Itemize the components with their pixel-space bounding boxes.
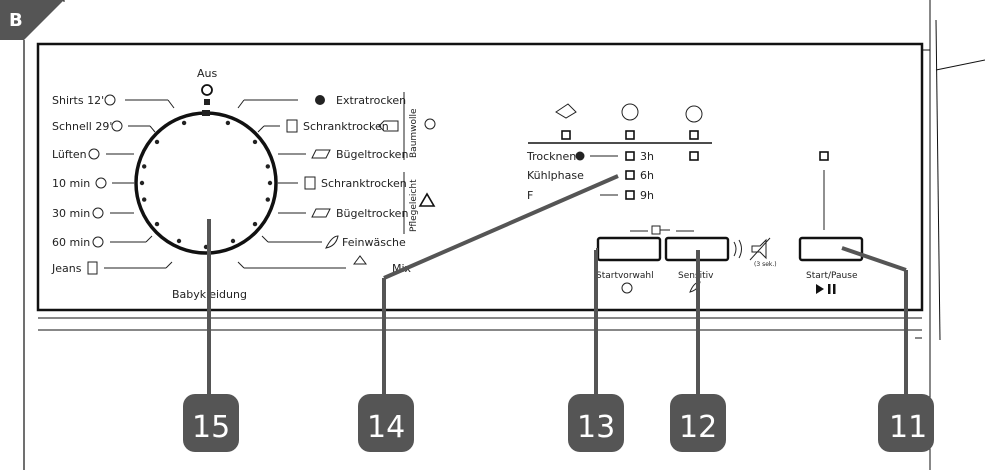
start-pause-indicator xyxy=(819,151,829,161)
svg-text:15: 15 xyxy=(192,410,230,445)
dial-position-dot xyxy=(142,164,147,169)
dial-position-dot xyxy=(176,238,182,244)
mute-hint: (3 sek.) xyxy=(754,261,777,268)
mix-icon xyxy=(353,255,367,265)
callout-12 xyxy=(670,394,726,452)
time-6h-indicator xyxy=(625,170,635,180)
svg-text:13: 13 xyxy=(577,410,615,445)
group-baumwolle: Baumwolle xyxy=(409,108,419,158)
dial-position-dot xyxy=(265,164,270,169)
program-schnell: Schnell 29' xyxy=(52,120,112,133)
program-shirts: Shirts 12' xyxy=(52,94,104,107)
filter-indicator xyxy=(625,130,635,140)
tank-icon xyxy=(555,103,577,119)
condenser-indicator xyxy=(689,130,699,140)
refresh-icon xyxy=(88,148,100,160)
clock-icon xyxy=(92,236,104,248)
iron-icon xyxy=(311,208,331,218)
clock-icon xyxy=(111,120,123,132)
callout-leaders xyxy=(207,174,908,400)
corner-tab xyxy=(0,0,64,40)
corner-label: B xyxy=(9,10,23,31)
tag-icon xyxy=(378,120,399,132)
time-9h-indicator xyxy=(625,190,635,200)
start-pause-label: Start/Pause xyxy=(806,271,858,281)
callout-13 xyxy=(568,394,624,452)
time-3h: 3h xyxy=(640,150,654,163)
program-60min: 60 min xyxy=(52,236,90,249)
jeans-icon xyxy=(87,261,98,275)
dial-position-dot xyxy=(154,221,160,227)
dial-position-dot xyxy=(230,238,236,244)
startvorwahl-label: Startvorwahl xyxy=(596,271,654,281)
sound-icon xyxy=(733,239,742,259)
dial-position-dot xyxy=(139,180,145,186)
status-trocknen: Trocknen xyxy=(526,150,576,163)
dial-top-label: Aus xyxy=(197,67,217,80)
time-6h: 6h xyxy=(640,169,654,182)
program-schranktrocken-1: Schranktrocken xyxy=(303,120,389,133)
time-9h: 9h xyxy=(640,189,654,202)
callout-15 xyxy=(183,394,239,452)
condenser-status-indicator xyxy=(689,151,699,161)
clock-icon xyxy=(104,94,116,106)
dial-position-dot xyxy=(154,139,160,145)
dial-position-dot xyxy=(252,139,258,145)
off-marker xyxy=(204,99,210,105)
feather-icon xyxy=(325,235,339,249)
time-3h-indicator xyxy=(625,151,635,161)
sun-icon xyxy=(575,151,585,161)
condenser-icon xyxy=(685,105,703,123)
program-30min: 30 min xyxy=(52,207,90,220)
svg-text:12: 12 xyxy=(679,410,717,445)
dial-position-dot xyxy=(142,197,147,202)
dial-position-dot xyxy=(252,221,258,227)
clock-icon xyxy=(92,207,104,219)
status-row-3: F xyxy=(527,189,533,202)
dial-position-dot xyxy=(225,120,231,126)
svg-text:11: 11 xyxy=(889,410,927,445)
startvorwahl-button[interactable] xyxy=(596,236,662,262)
pause-icon xyxy=(828,284,831,294)
program-jeans: Jeans xyxy=(51,262,82,275)
callout-11 xyxy=(878,394,934,452)
status-kuehlphase: Kühlphase xyxy=(527,169,584,182)
wardrobe-icon xyxy=(304,176,316,190)
program-buegeltrocken-1: Bügeltrocken xyxy=(336,148,408,161)
dial-position-dot xyxy=(265,197,270,202)
off-icon xyxy=(201,84,213,96)
program-10min: 10 min xyxy=(52,177,90,190)
play-icon xyxy=(816,284,824,294)
callout-14 xyxy=(358,394,414,452)
sensor-icon xyxy=(424,118,436,130)
program-schranktrocken-2: Schranktrocken xyxy=(321,177,407,190)
filter-icon xyxy=(621,103,639,121)
triangle-icon xyxy=(418,192,436,207)
svg-text:14: 14 xyxy=(367,410,405,445)
dial-position-dot xyxy=(267,180,273,186)
sun-icon xyxy=(315,95,325,105)
dial-position-dot xyxy=(181,120,187,126)
mute-icon xyxy=(751,238,767,260)
wardrobe-icon xyxy=(286,119,298,133)
group-pflegeleicht: Pflegeleicht xyxy=(409,179,419,232)
tank-indicator xyxy=(561,130,571,140)
program-dial xyxy=(134,110,278,255)
program-buegeltrocken-2: Bügeltrocken xyxy=(336,207,408,220)
program-lueften: Lüften xyxy=(52,148,87,161)
clock-icon xyxy=(95,177,107,189)
iron-icon xyxy=(311,149,331,159)
clock-icon xyxy=(621,282,633,294)
start-pause-button[interactable] xyxy=(798,236,864,262)
program-feinwaesche: Feinwäsche xyxy=(342,236,406,249)
program-extratrocken: Extratrocken xyxy=(336,94,406,107)
